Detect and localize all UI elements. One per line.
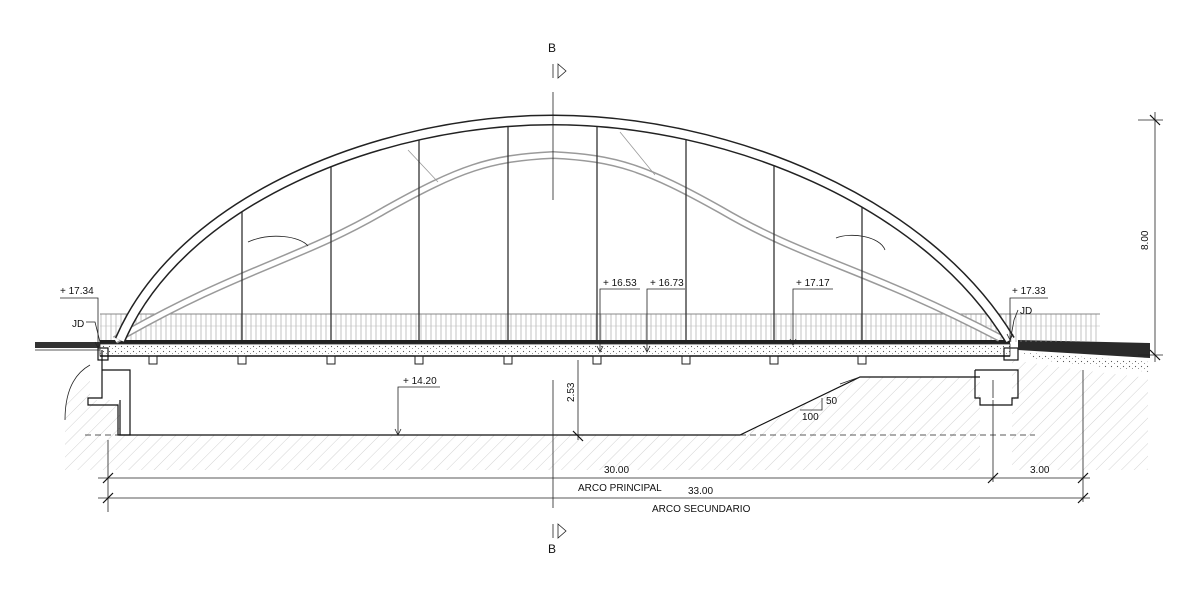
- cross-beam-5: [503, 355, 513, 365]
- ground-hatch: [65, 360, 1148, 470]
- hangers: [241, 125, 863, 340]
- joint-right: JD: [1020, 306, 1032, 317]
- slope-rise: 50: [826, 396, 838, 407]
- cross-beam-1: [148, 355, 158, 365]
- dimension-span-main: 30.00: [604, 465, 629, 476]
- elevation-deck-a: + 16.53: [603, 278, 637, 289]
- dimension-clearance-value: 2.53: [566, 382, 577, 402]
- slope-indicator: 50 100: [800, 396, 838, 423]
- elevation-markers: + 17.34 + 16.53 + 16.73 + 17.17 + 17.33 …: [60, 278, 1048, 436]
- cross-beam-4: [414, 355, 424, 365]
- elevation-deck-c: + 17.17: [796, 278, 830, 289]
- cross-beam-9: [857, 355, 867, 365]
- elevation-right-abutment: + 17.33: [1012, 286, 1046, 297]
- joint-left: JD: [72, 319, 84, 330]
- section-mark-top: B: [548, 41, 556, 55]
- cross-beam-2: [237, 355, 247, 365]
- section-mark-bottom: B: [548, 542, 556, 556]
- section-line: B B: [548, 41, 567, 556]
- dimension-span-total: 33.00: [688, 486, 713, 497]
- river-bed: [85, 376, 1035, 436]
- cross-beam-3: [326, 355, 336, 365]
- elevation-left-abutment: + 17.34: [60, 286, 94, 297]
- dimension-arch-rise: 8.00: [1138, 112, 1163, 362]
- cross-beam-8: [769, 355, 779, 365]
- dimension-span-side: 3.00: [1030, 465, 1050, 476]
- label-arco-secundario: ARCO SECUNDARIO: [652, 504, 751, 515]
- elevation-river-bed: + 14.20: [403, 376, 437, 387]
- horizontal-dimensions: 30.00 3.00 ARCO PRINCIPAL 33.00 ARCO SEC…: [98, 370, 1090, 515]
- label-arco-principal: ARCO PRINCIPAL: [578, 483, 662, 494]
- slope-run: 100: [802, 412, 819, 423]
- dimension-arch-rise-value: 8.00: [1140, 230, 1151, 250]
- elevation-deck-b: + 16.73: [650, 278, 684, 289]
- secondary-arch: [113, 131, 1002, 344]
- cross-beam-6: [592, 355, 602, 365]
- dimension-clearance: 2.53: [566, 360, 584, 442]
- joint-labels: JD JD: [72, 306, 1032, 343]
- approach-roads: [35, 340, 1150, 372]
- cross-beam-7: [681, 355, 691, 365]
- cross-beams: [148, 355, 867, 365]
- deck: [99, 340, 1011, 357]
